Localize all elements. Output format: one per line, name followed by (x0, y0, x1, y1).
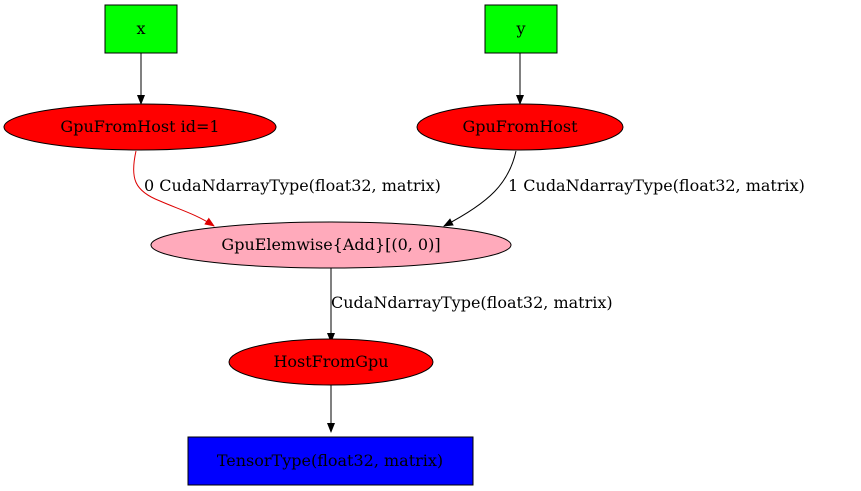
node-gpufromhost-1: GpuFromHost id=1 (3, 103, 277, 151)
edge-label-output: CudaNdarrayType(float32, matrix) (331, 293, 613, 312)
edge-label-input-1: 1 CudaNdarrayType(float32, matrix) (508, 176, 805, 195)
node-y: y (484, 4, 558, 54)
node-hostfromgpu: HostFromGpu (228, 338, 434, 386)
edge-elemwise-to-hostfromgpu: CudaNdarrayType(float32, matrix) (327, 268, 613, 343)
edge-gpufromhost-1-to-elemwise: 0 CudaNdarrayType(float32, matrix) (133, 150, 441, 227)
node-gpuelemwise-label: GpuElemwise{Add}[(0, 0)] (221, 235, 440, 254)
node-gpuelemwise: GpuElemwise{Add}[(0, 0)] (150, 221, 512, 269)
node-y-label: y (515, 19, 525, 38)
node-tensortype-label: TensorType(float32, matrix) (217, 451, 443, 470)
node-gpufromhost-1-label: GpuFromHost id=1 (60, 117, 219, 136)
node-gpufromhost: GpuFromHost (416, 103, 624, 151)
node-hostfromgpu-label: HostFromGpu (273, 352, 388, 371)
edge-gpufromhost-to-elemwise: 1 CudaNdarrayType(float32, matrix) (443, 150, 805, 227)
node-x-label: x (136, 19, 145, 38)
node-tensortype: TensorType(float32, matrix) (187, 436, 474, 486)
node-x: x (104, 4, 178, 54)
edge-label-input-0: 0 CudaNdarrayType(float32, matrix) (144, 176, 441, 195)
node-gpufromhost-label: GpuFromHost (462, 117, 578, 136)
